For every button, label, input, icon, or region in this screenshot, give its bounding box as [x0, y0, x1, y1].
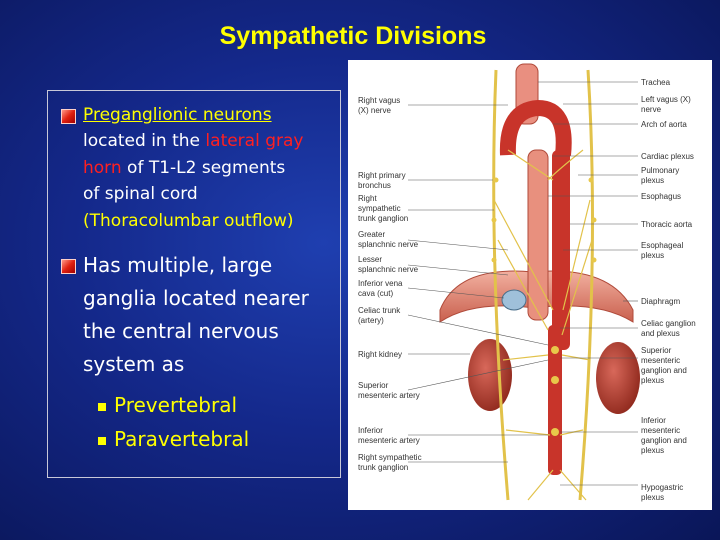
slide-title: Sympathetic Divisions: [219, 22, 487, 50]
bullet1-line2: located in the lateral gray: [83, 131, 304, 151]
svg-text:mesenteric artery: mesenteric artery: [358, 436, 420, 445]
svg-text:mesenteric artery: mesenteric artery: [358, 391, 420, 400]
svg-text:Lesser: Lesser: [358, 255, 382, 264]
svg-text:Right sympathetic: Right sympathetic: [358, 453, 422, 462]
svg-text:Cardiac plexus: Cardiac plexus: [641, 152, 694, 161]
bullet-marker-icon: [61, 109, 76, 124]
esophagus-shape: [527, 149, 549, 321]
svg-text:trunk ganglion: trunk ganglion: [358, 463, 408, 472]
ganglia-dots: [491, 177, 597, 436]
right-kidney-shape: [468, 339, 512, 411]
bullet1-line3: horn of T1-L2 segments: [83, 158, 286, 178]
svg-text:splanchnic nerve: splanchnic nerve: [358, 240, 419, 249]
sub-bullet-paravertebral: Paravertebral: [114, 427, 250, 451]
bullet-text-box: Preganglionic neurons located in the lat…: [47, 90, 341, 478]
svg-text:Celiac trunk: Celiac trunk: [358, 306, 401, 315]
svg-text:Arch of aorta: Arch of aorta: [641, 120, 687, 129]
svg-text:Superior: Superior: [641, 346, 672, 355]
bullet2-line4: system as: [83, 352, 185, 376]
svg-text:Esophagus: Esophagus: [641, 192, 681, 201]
svg-text:Trachea: Trachea: [641, 78, 671, 87]
left-leader-lines: [407, 104, 549, 463]
bullet1-line4: of spinal cord: [83, 184, 198, 204]
sub-bullet-square-icon: [98, 437, 106, 445]
left-kidney-shape: [596, 342, 640, 414]
bullet2-line1: Has multiple, large: [83, 253, 273, 277]
svg-text:Right: Right: [358, 194, 377, 203]
nerve-branches: [493, 149, 593, 501]
svg-text:Inferior: Inferior: [358, 426, 383, 435]
svg-text:Superior: Superior: [358, 381, 389, 390]
left-sympathetic-trunk: [578, 69, 594, 501]
svg-text:Greater: Greater: [358, 230, 385, 239]
bullet1-line1: Preganglionic neurons: [83, 105, 272, 125]
svg-text:ganglion and: ganglion and: [641, 366, 687, 375]
sub-bullet-square-icon: [98, 403, 106, 411]
svg-text:plexus: plexus: [641, 251, 664, 260]
abdominal-aorta-shape: [548, 325, 562, 475]
svg-text:and plexus: and plexus: [641, 329, 680, 338]
bullet2-line2: ganglia located nearer: [83, 286, 309, 310]
svg-text:nerve: nerve: [641, 105, 662, 114]
right-labels: Trachea Left vagus (X) nerve Arch of aor…: [641, 78, 696, 502]
svg-text:Right kidney: Right kidney: [358, 350, 402, 359]
svg-text:Diaphragm: Diaphragm: [641, 297, 680, 306]
svg-text:sympathetic: sympathetic: [358, 204, 401, 213]
svg-text:plexus: plexus: [641, 493, 664, 502]
svg-text:Pulmonary: Pulmonary: [641, 166, 679, 175]
bullet-marker-icon: [61, 259, 76, 274]
svg-text:Left vagus (X): Left vagus (X): [641, 95, 691, 104]
svg-text:Right vagus: Right vagus: [358, 96, 400, 105]
right-leader-lines: [538, 81, 638, 486]
svg-text:Celiac ganglion: Celiac ganglion: [641, 319, 696, 328]
svg-text:trunk ganglion: trunk ganglion: [358, 214, 408, 223]
svg-text:Hypogastric: Hypogastric: [641, 483, 683, 492]
vena-cava-shape: [501, 289, 527, 311]
bullet1-line5: (Thoracolumbar outflow): [83, 211, 294, 231]
anatomy-figure: Right vagus (X) nerve Right primary bron…: [348, 60, 712, 510]
svg-text:Inferior: Inferior: [641, 416, 666, 425]
svg-text:Thoracic aorta: Thoracic aorta: [641, 220, 693, 229]
svg-text:plexus: plexus: [641, 446, 664, 455]
right-sympathetic-trunk: [492, 69, 510, 501]
svg-text:plexus: plexus: [641, 176, 664, 185]
svg-text:Inferior vena: Inferior vena: [358, 279, 403, 288]
bullet2-line3: the central nervous: [83, 319, 279, 343]
svg-text:(artery): (artery): [358, 316, 384, 325]
svg-text:cava (cut): cava (cut): [358, 289, 393, 298]
sub-bullet-prevertebral: Prevertebral: [114, 393, 238, 417]
svg-text:mesenteric: mesenteric: [641, 356, 680, 365]
svg-text:Esophageal: Esophageal: [641, 241, 683, 250]
svg-text:splanchnic nerve: splanchnic nerve: [358, 265, 419, 274]
svg-text:(X) nerve: (X) nerve: [358, 106, 391, 115]
aorta-arch-shape: [499, 99, 572, 156]
svg-text:mesenteric: mesenteric: [641, 426, 680, 435]
svg-text:bronchus: bronchus: [358, 181, 391, 190]
svg-text:plexus: plexus: [641, 376, 664, 385]
left-labels: Right vagus (X) nerve Right primary bron…: [358, 96, 422, 472]
sympathetic-anatomy-illustration: Right vagus (X) nerve Right primary bron…: [358, 63, 696, 502]
svg-text:Right primary: Right primary: [358, 171, 406, 180]
svg-text:ganglion and: ganglion and: [641, 436, 687, 445]
